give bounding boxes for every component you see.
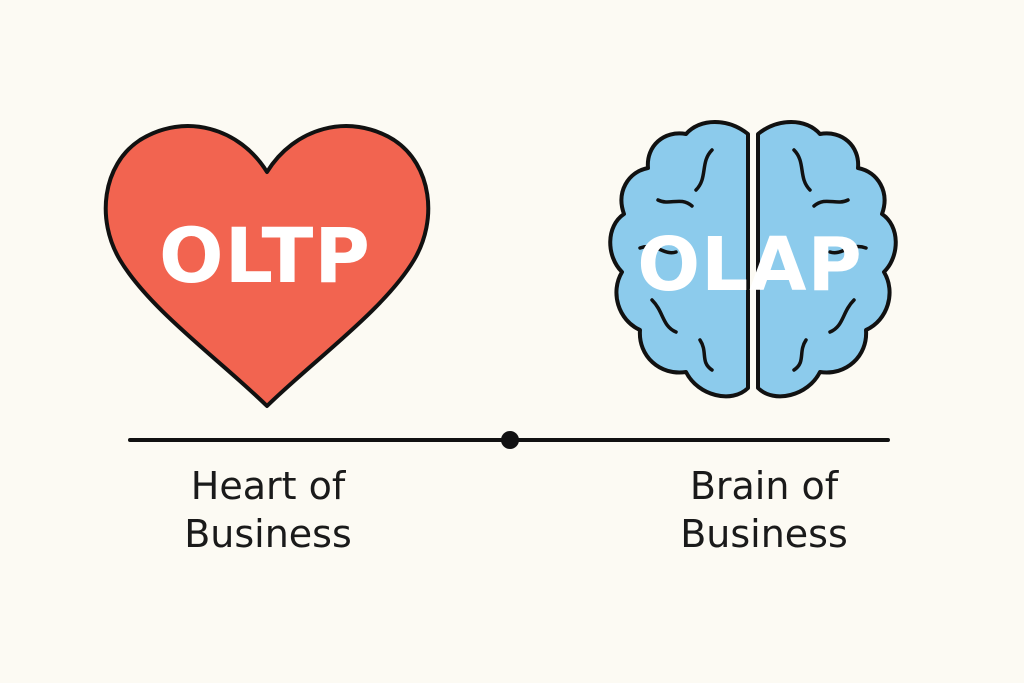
olap-label: OLAP [637, 222, 863, 308]
center-dot [501, 431, 519, 449]
brain-caption-line2: Business [680, 512, 848, 556]
heart-icon [103, 124, 431, 408]
heart-caption-line2: Business [184, 512, 352, 556]
brain-caption-line1: Brain of [689, 464, 839, 508]
brain-icon [608, 120, 898, 399]
heart-caption: Heart of Business [108, 462, 428, 558]
heart-caption-line1: Heart of [190, 464, 346, 508]
brain-caption: Brain of Business [604, 462, 924, 558]
oltp-label: OLTP [159, 211, 371, 300]
